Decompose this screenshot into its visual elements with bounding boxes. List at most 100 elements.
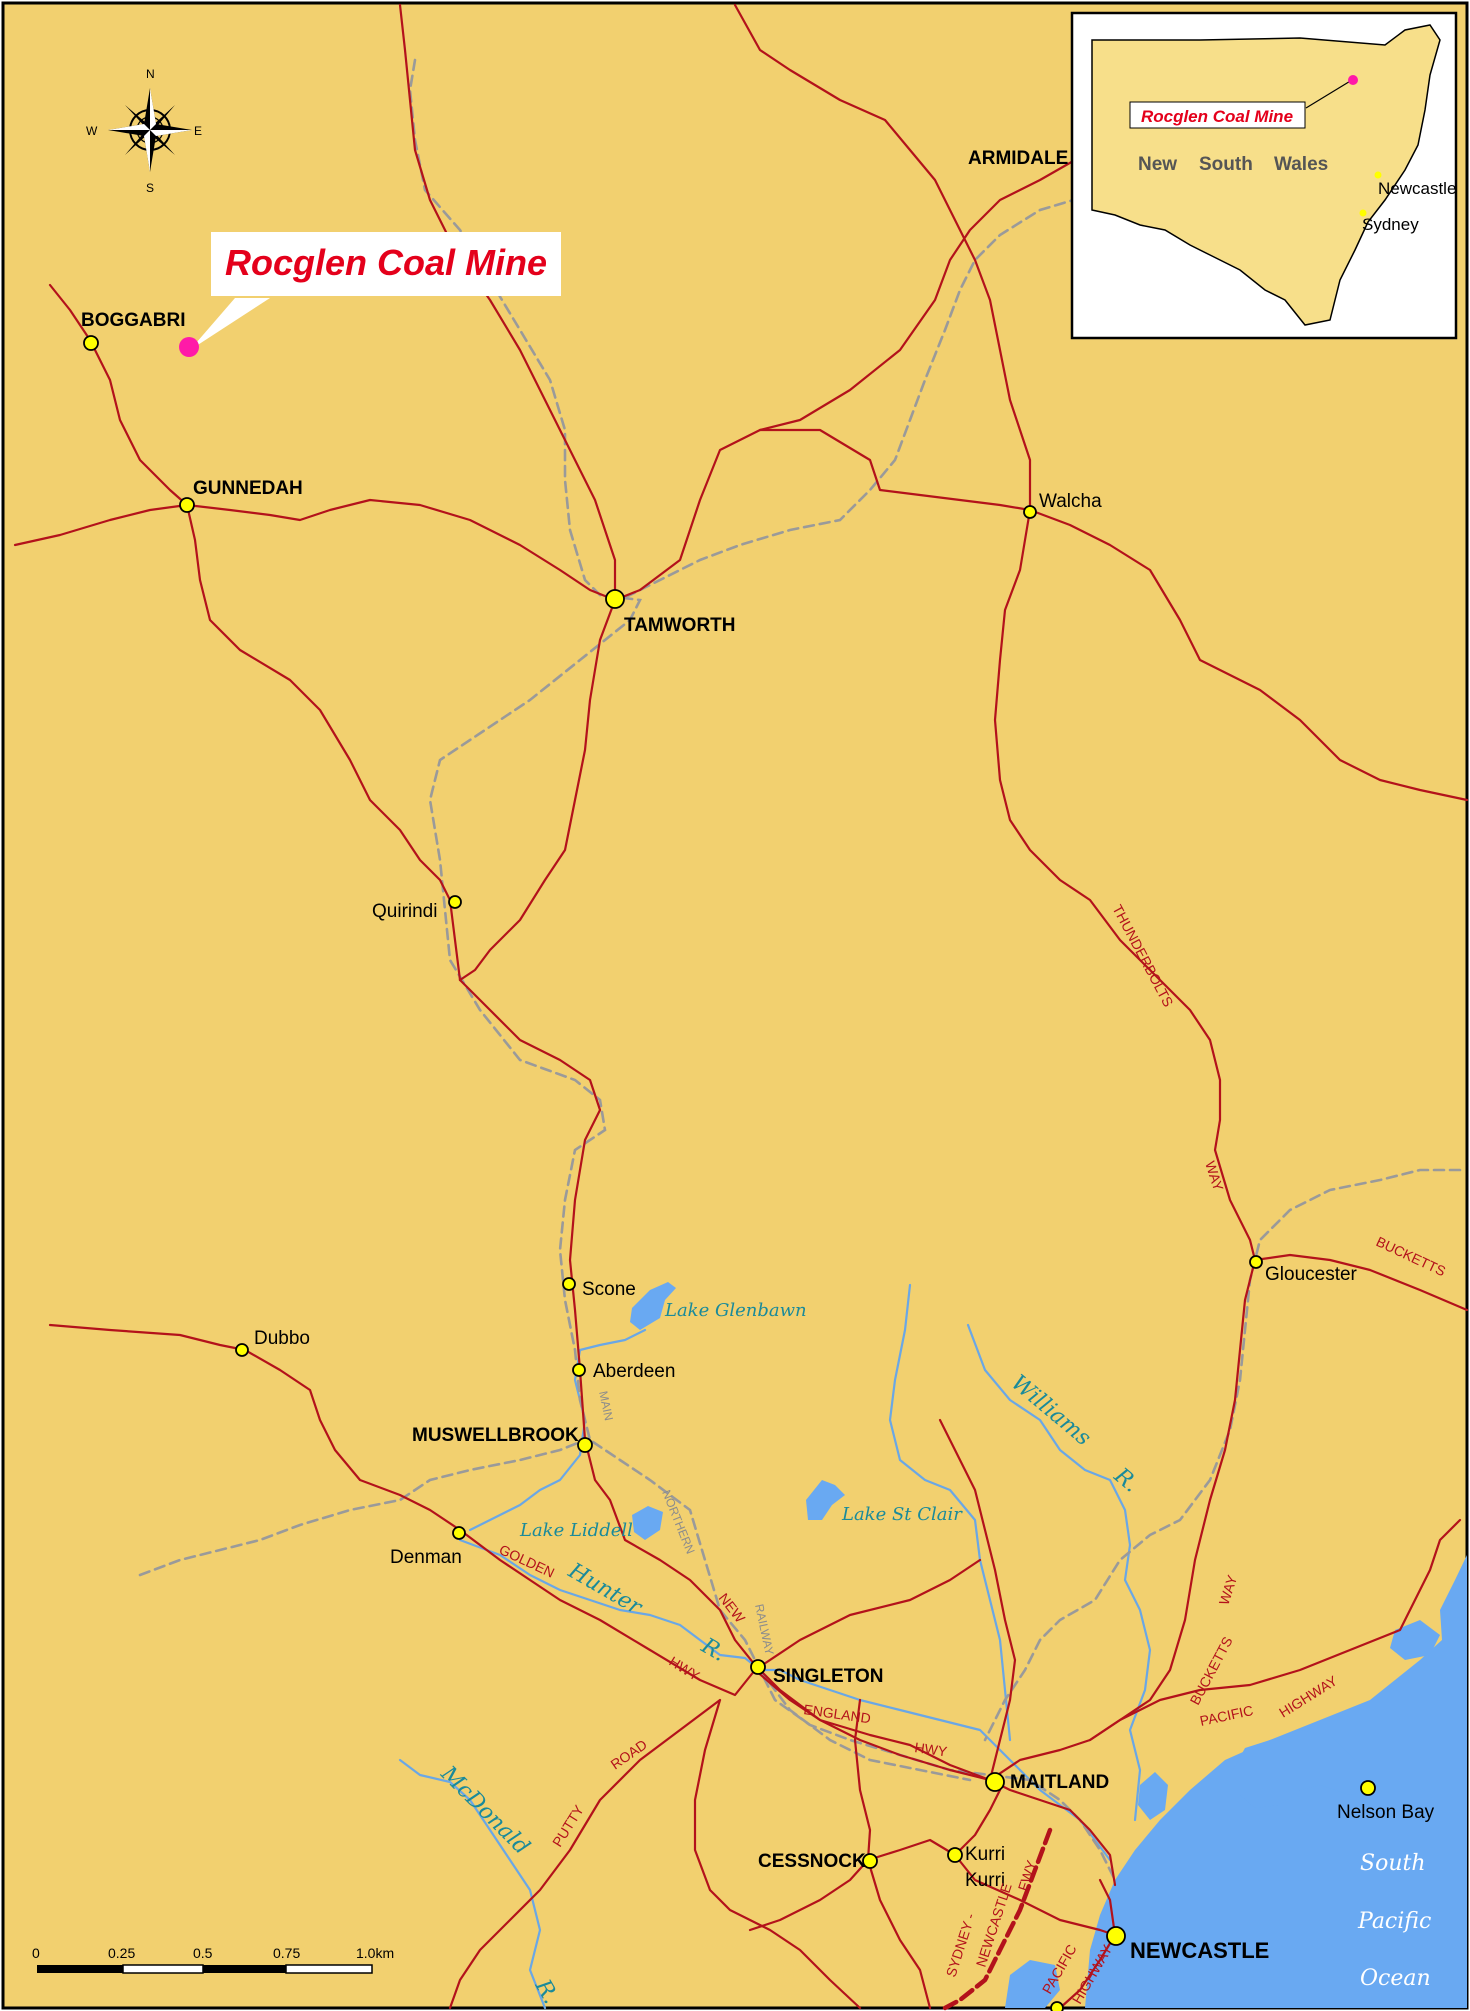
compass-highlight	[150, 88, 156, 130]
compass-e: E	[194, 124, 202, 138]
western-railway	[138, 1438, 587, 1577]
cessnock-west-road	[693, 1698, 862, 2010]
town-markers	[83, 335, 1376, 2011]
label-cessnock: CESSNOCK	[758, 1851, 866, 1872]
thunderbolts-way	[993, 508, 1257, 1262]
bucketts-way-north	[1253, 1253, 1469, 1312]
label-scone: Scone	[582, 1279, 636, 1300]
tamworth-marker[interactable]	[605, 589, 625, 609]
port-stephens-inlet	[1390, 1620, 1440, 1660]
callout-box	[211, 232, 561, 296]
golden-hwy	[48, 1323, 757, 1697]
label-denman: Denman	[390, 1547, 462, 1568]
oxley-hwy-west	[185, 498, 617, 602]
quirindi-marker[interactable]	[448, 895, 462, 909]
pacific-hwy-south	[1058, 1933, 1117, 2010]
kurri-marker[interactable]	[947, 1847, 963, 1863]
east-coast-railway	[983, 1168, 1462, 1742]
inset-sydney-label: Sydney	[1362, 215, 1419, 234]
inset-nsw-shape	[1091, 24, 1441, 326]
walcha-marker[interactable]	[1023, 505, 1037, 519]
singleton-marker[interactable]	[750, 1659, 766, 1675]
label-singleton: SINGLETON	[773, 1666, 884, 1687]
rail-main: MAIN	[596, 1390, 616, 1422]
label-quirindi: Quirindi	[372, 901, 437, 922]
mine-callout: Rocglen Coal Mine	[179, 232, 561, 357]
aberdeen-marker[interactable]	[572, 1363, 586, 1377]
scale-seg-4	[285, 1964, 373, 1974]
scale-seg-3	[203, 1965, 286, 1973]
inset-newcastle-label: Newcastle	[1378, 179, 1456, 198]
hwy-hwy-2: HWY	[914, 1739, 949, 1759]
inset-newcastle-marker[interactable]	[1374, 171, 1382, 179]
label-ocean-1: South	[1360, 1851, 1426, 1876]
label-lake-glenbawn: Lake Glenbawn	[664, 1300, 807, 1321]
tamworth-quirindi-road	[458, 598, 617, 982]
armidale-north-road	[733, 3, 1032, 512]
lake-liddell-shape	[632, 1506, 663, 1540]
newcastle-inner-road	[1098, 1878, 1117, 1937]
label-ocean-3: Ocean	[1360, 1966, 1431, 1991]
swansea-marker[interactable]	[1050, 2001, 1064, 2011]
label-kurri-2: Kurri	[965, 1870, 1005, 1891]
gunnedah-marker[interactable]	[179, 497, 195, 513]
gunnedah-quirindi-road	[185, 503, 452, 902]
inset-sydney-marker[interactable]	[1359, 209, 1367, 217]
compass-n: N	[146, 67, 155, 81]
label-maitland: MAITLAND	[1010, 1772, 1109, 1793]
label-tamworth: TAMWORTH	[624, 615, 736, 636]
gunnedah-boggabri-road	[48, 283, 189, 507]
paterson-river	[888, 1283, 1012, 1742]
compass-rose: N S E W	[86, 67, 202, 195]
scone-marker[interactable]	[562, 1277, 576, 1291]
label-lake-liddell: Lake Liddell	[519, 1520, 633, 1541]
new-england-hwy-north	[398, 3, 617, 602]
lake-grahamstown	[1138, 1772, 1168, 1820]
dubbo-marker[interactable]	[235, 1343, 249, 1357]
label-boggabri: BOGGABRI	[81, 310, 186, 331]
inset-mine-marker[interactable]	[1348, 75, 1358, 85]
singleton-maitland-railway	[758, 1668, 972, 1782]
cessnock-south-road	[866, 1858, 932, 2010]
muswellbrook-marker[interactable]	[577, 1437, 593, 1453]
oxley-hwy-east	[758, 428, 1032, 512]
roads	[13, 3, 1469, 2011]
label-ocean-2: Pacific	[1357, 1909, 1431, 1934]
cessnock-marker[interactable]	[862, 1853, 878, 1869]
gunnedah-west-road	[13, 503, 189, 547]
maitland-north	[988, 1738, 1092, 1782]
inset-state-2: South	[1199, 154, 1253, 175]
newcastle-marker[interactable]	[1106, 1926, 1126, 1946]
armidale-road	[613, 158, 1077, 602]
inset-mine-label: Rocglen Coal Mine	[1141, 107, 1293, 126]
gloucester-marker[interactable]	[1249, 1255, 1263, 1269]
rocglen-mine-marker[interactable]	[179, 337, 199, 357]
nelson-bay-marker[interactable]	[1360, 1780, 1376, 1796]
boggabri-marker[interactable]	[83, 335, 99, 351]
scale-bar: 0 0.25 0.5 0.75 1.0km	[32, 1945, 394, 1974]
lake-st-clair-shape	[806, 1480, 845, 1520]
maitland-east	[938, 1418, 1017, 1782]
label-muswellbrook: MUSWELLBROOK	[412, 1425, 579, 1446]
label-walcha: Walcha	[1039, 491, 1102, 512]
label-dubbo: Dubbo	[254, 1328, 310, 1349]
scale-tick-3: 0.75	[273, 1945, 300, 1961]
main-northern-railway	[408, 58, 1117, 1882]
inset-mine-label-box	[1129, 101, 1306, 129]
compass-highlight-2	[150, 130, 192, 136]
compass-highlight-3	[144, 130, 150, 172]
label-lake-st-clair: Lake St Clair	[841, 1504, 963, 1525]
railways	[138, 58, 1462, 1882]
oxley-hwy-walcha-east	[1028, 508, 1469, 802]
label-aberdeen: Aberdeen	[593, 1361, 675, 1382]
denman-marker[interactable]	[452, 1526, 466, 1540]
compass-highlight-4	[108, 124, 150, 130]
inset-pointer-line	[1305, 79, 1353, 109]
north-coast-railway	[618, 196, 1082, 602]
sydney-newcastle-fwy	[942, 1827, 1053, 2011]
compass-w: W	[86, 124, 98, 138]
maitland-marker[interactable]	[985, 1772, 1005, 1792]
label-newcastle: NEWCASTLE	[1130, 1938, 1269, 1963]
